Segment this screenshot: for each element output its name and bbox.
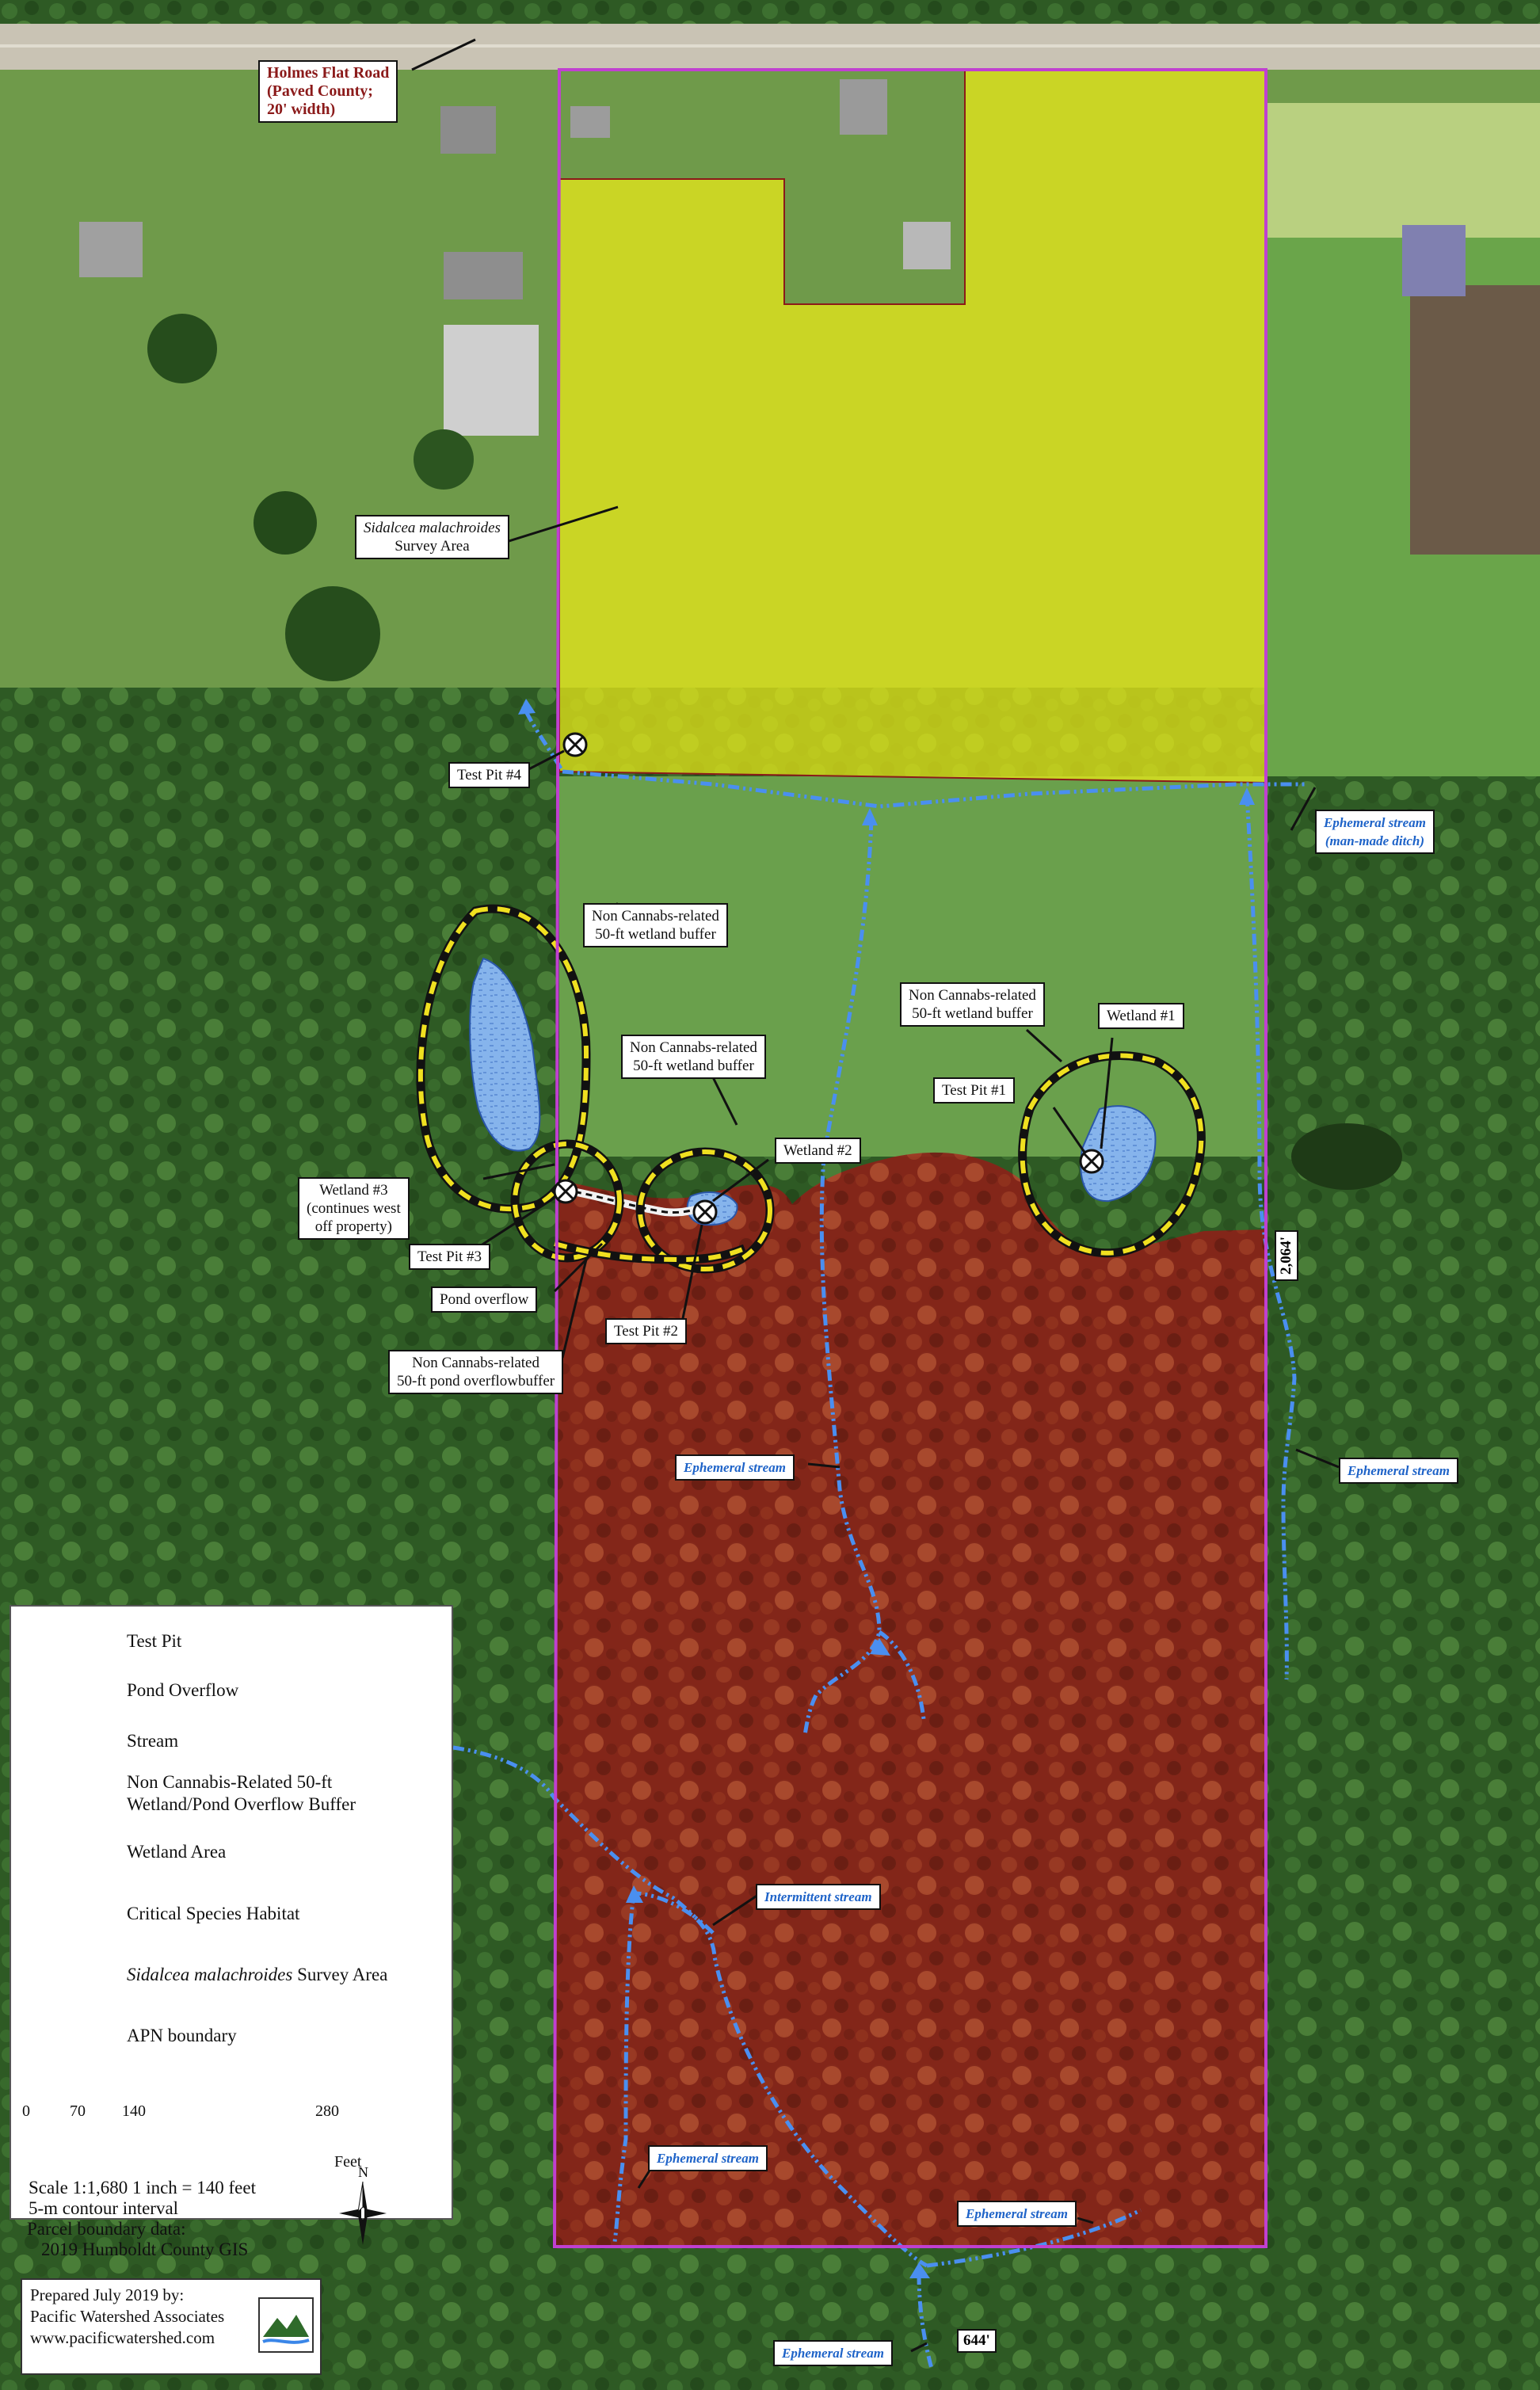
ephemeral-ditch-label: Ephemeral stream(man-made ditch) (1315, 810, 1435, 854)
stream-ditch (562, 769, 1307, 809)
stream-arrows (518, 699, 1255, 2278)
legend-item-pond-overflow: Pond Overflow (11, 1668, 452, 1716)
stream-intermittent (452, 1745, 928, 2268)
scale-text: Scale 1:1,680 1 inch = 140 feet (29, 2178, 256, 2198)
stream-sw (612, 1891, 715, 2243)
building (570, 106, 610, 138)
legend-label: Critical Species Habitat (127, 1904, 300, 1923)
streams (452, 703, 1307, 2369)
test-pit-2-marker (692, 1199, 718, 1225)
building (1402, 225, 1466, 296)
legend-item-wetland: Wetland Area (11, 1830, 452, 1877)
leader-lines (411, 38, 1340, 2353)
legend-label: APN boundary (127, 2026, 237, 2045)
road-label: Holmes Flat Road(Paved County;20' width) (258, 60, 398, 123)
intermittent-label: Intermittent stream (756, 1884, 881, 1910)
legend-label: Pond Overflow (127, 1680, 239, 1700)
credit-line-2: Pacific Watershed Associates (30, 2307, 225, 2326)
test-pits (553, 732, 1104, 1225)
stream-center (802, 818, 882, 1736)
parcel-source: 2019 Humboldt County GIS (41, 2239, 249, 2259)
building (840, 79, 887, 135)
meadow (559, 776, 1267, 1157)
test-pit-1-label: Test Pit #1 (933, 1077, 1016, 1104)
legend-item-apn-boundary: APN boundary (11, 2014, 452, 2061)
legend-label: Stream (127, 1731, 179, 1751)
legend-label: Wetland Area (127, 1842, 227, 1862)
wetland-3-area (469, 957, 541, 1152)
ephemeral-se-label: Ephemeral stream (957, 2201, 1077, 2227)
test-pit-2-label: Test Pit #2 (605, 1318, 688, 1344)
north-arrow-icon: N (339, 2164, 387, 2245)
legend-item-stream: Stream (11, 1719, 452, 1767)
stream-bottom (917, 2273, 934, 2369)
scale-unit: Feet (334, 2153, 362, 2171)
legend-label: Test Pit (127, 1631, 182, 1651)
scale-tick-280: 280 (315, 2102, 339, 2120)
legend-item-test-pit: Test Pit (11, 1619, 452, 1667)
legend-item-survey-area: Sidalcea malachroides Survey Area (11, 1953, 452, 2000)
wetland-1-label: Wetland #1 (1098, 1003, 1184, 1029)
apn-boundary (552, 68, 1267, 2248)
test-pit-3-marker (553, 1179, 578, 1204)
south-dimension-label: 644' (957, 2329, 997, 2353)
stream-east (1245, 795, 1297, 1680)
scale-tick-0: 0 (22, 2102, 30, 2120)
pond-overflow-label: Pond overflow (431, 1286, 538, 1313)
scale-tick-140: 140 (122, 2102, 146, 2120)
credit-line-1: Prepared July 2019 by: (30, 2285, 185, 2304)
test-pit-4-label: Test Pit #4 (448, 762, 531, 788)
ephemeral-sw-label: Ephemeral stream (648, 2145, 768, 2171)
credit-box: Prepared July 2019 by: Pacific Watershed… (21, 2278, 322, 2375)
contour-text: 5-m contour interval (29, 2198, 179, 2218)
building (444, 252, 523, 299)
legend-label: Sidalcea malachroides Survey Area (127, 1965, 388, 1984)
legend-item-critical-habitat: Critical Species Habitat (11, 1892, 452, 1939)
test-pit-4-marker (562, 732, 588, 757)
building (440, 106, 496, 154)
ephemeral-bottom-label: Ephemeral stream (773, 2340, 893, 2366)
parcel-text: Parcel boundary data: (27, 2219, 186, 2239)
building (903, 222, 951, 269)
wetland-2-label: Wetland #2 (775, 1138, 861, 1164)
pond (1291, 1123, 1402, 1190)
north-label: N (358, 2164, 368, 2180)
wetland-1-area (1080, 1105, 1157, 1203)
greenhouses (444, 325, 539, 436)
ephemeral-east-label: Ephemeral stream (1339, 1458, 1458, 1484)
legend: Test Pit Pond Overflow Stream Non Cannab… (10, 1605, 453, 2220)
critical-habitat (555, 1152, 1266, 2247)
ephemeral-center-label: Ephemeral stream (675, 1454, 795, 1481)
east-dimension-label: 2,064' (1275, 1229, 1299, 1282)
company-logo-icon (258, 2297, 314, 2353)
stream-se (926, 2208, 1142, 2268)
building (79, 222, 143, 277)
test-pit-1-marker (1079, 1149, 1104, 1174)
test-pit-3-label: Test Pit #3 (409, 1244, 491, 1270)
scale-tick-70: 70 (70, 2102, 86, 2120)
credit-line-3: www.pacificwatershed.com (30, 2328, 215, 2347)
